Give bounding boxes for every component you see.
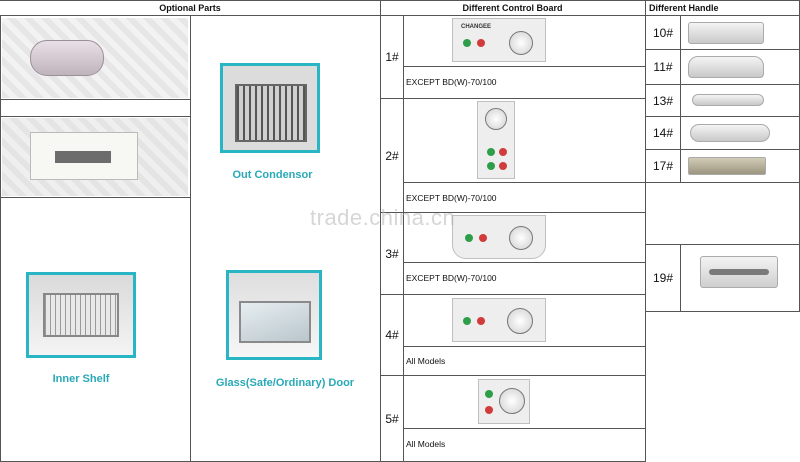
handle-13-number: 13# [652,93,674,108]
control-board-3-note: EXCEPT BD(W)-70/100 [406,273,497,283]
glass-door-icon [239,301,311,343]
control-board-1-note: EXCEPT BD(W)-70/100 [406,77,497,87]
handle-11-number: 11# [653,60,673,74]
control-board-5-note: All Models [406,439,446,449]
green-button-icon [465,234,473,242]
red-button-icon [499,162,507,170]
control-board-4-note: All Models [406,356,446,366]
control-board-2-photo [477,101,515,179]
handle-17-photo [688,157,766,175]
control-board-1-brand: CHANGEE [461,24,492,30]
red-button-icon [477,39,485,47]
watermark: trade.china.cn [310,205,456,230]
out-condensor-caption: Out Condensor [232,169,313,181]
header-control-board: Different Control Board [462,2,563,13]
control-board-4-photo [452,298,546,342]
handle-10-photo [688,22,764,44]
header-optional-parts: Optional Parts [159,2,221,13]
control-board-5-number: 5# [385,411,399,426]
thermostat-knob-icon [485,108,507,130]
inner-shelf-basket-icon [43,293,119,337]
control-board-4-number: 4# [385,328,399,342]
header-handle: Different Handle [649,2,719,13]
lamp-window-photo [2,118,188,196]
thermostat-knob-icon [499,388,525,414]
inner-shelf-caption: Inner Shelf [52,373,110,385]
green-button-icon [487,162,495,170]
handle-17-number: 17# [652,159,674,173]
green-button-icon [463,39,471,47]
green-button-icon [463,317,471,325]
red-button-icon [485,406,493,414]
thermostat-knob-icon [509,31,533,55]
handle-19-grip-icon [709,269,769,275]
lamp-window-icon [55,151,111,163]
lamp-window-frame [30,132,138,180]
handle-19-number: 19# [652,271,674,285]
handle-13-photo [692,94,764,106]
red-button-icon [499,148,507,156]
control-board-3-number: 3# [385,246,399,261]
handle-14-number: 14# [652,126,674,140]
control-board-3-photo [452,215,546,259]
red-button-icon [479,234,487,242]
control-board-2-note: EXCEPT BD(W)-70/100 [406,193,497,203]
condensor-coil-icon [235,84,307,142]
handle-19-photo [700,256,778,288]
control-board-5-photo [478,379,530,424]
red-button-icon [477,317,485,325]
control-board-1-number: 1# [385,50,399,64]
green-button-icon [487,148,495,156]
handle-14-photo [690,124,770,142]
handle-10-number: 10# [652,25,674,40]
inner-shelf-photo [26,272,136,358]
thermostat-knob-icon [507,308,533,334]
glass-door-photo [226,270,322,360]
control-board-2-number: 2# [385,148,399,163]
lamp-cover-photo [2,18,188,98]
condensor-photo [220,63,320,153]
control-board-1-photo: CHANGEE [452,18,546,62]
green-button-icon [485,390,493,398]
lamp-cover-icon [30,40,104,76]
glass-door-caption: Glass(Safe/Ordinary) Door [215,377,355,389]
handle-11-photo [688,56,764,78]
thermostat-knob-icon [509,226,533,250]
